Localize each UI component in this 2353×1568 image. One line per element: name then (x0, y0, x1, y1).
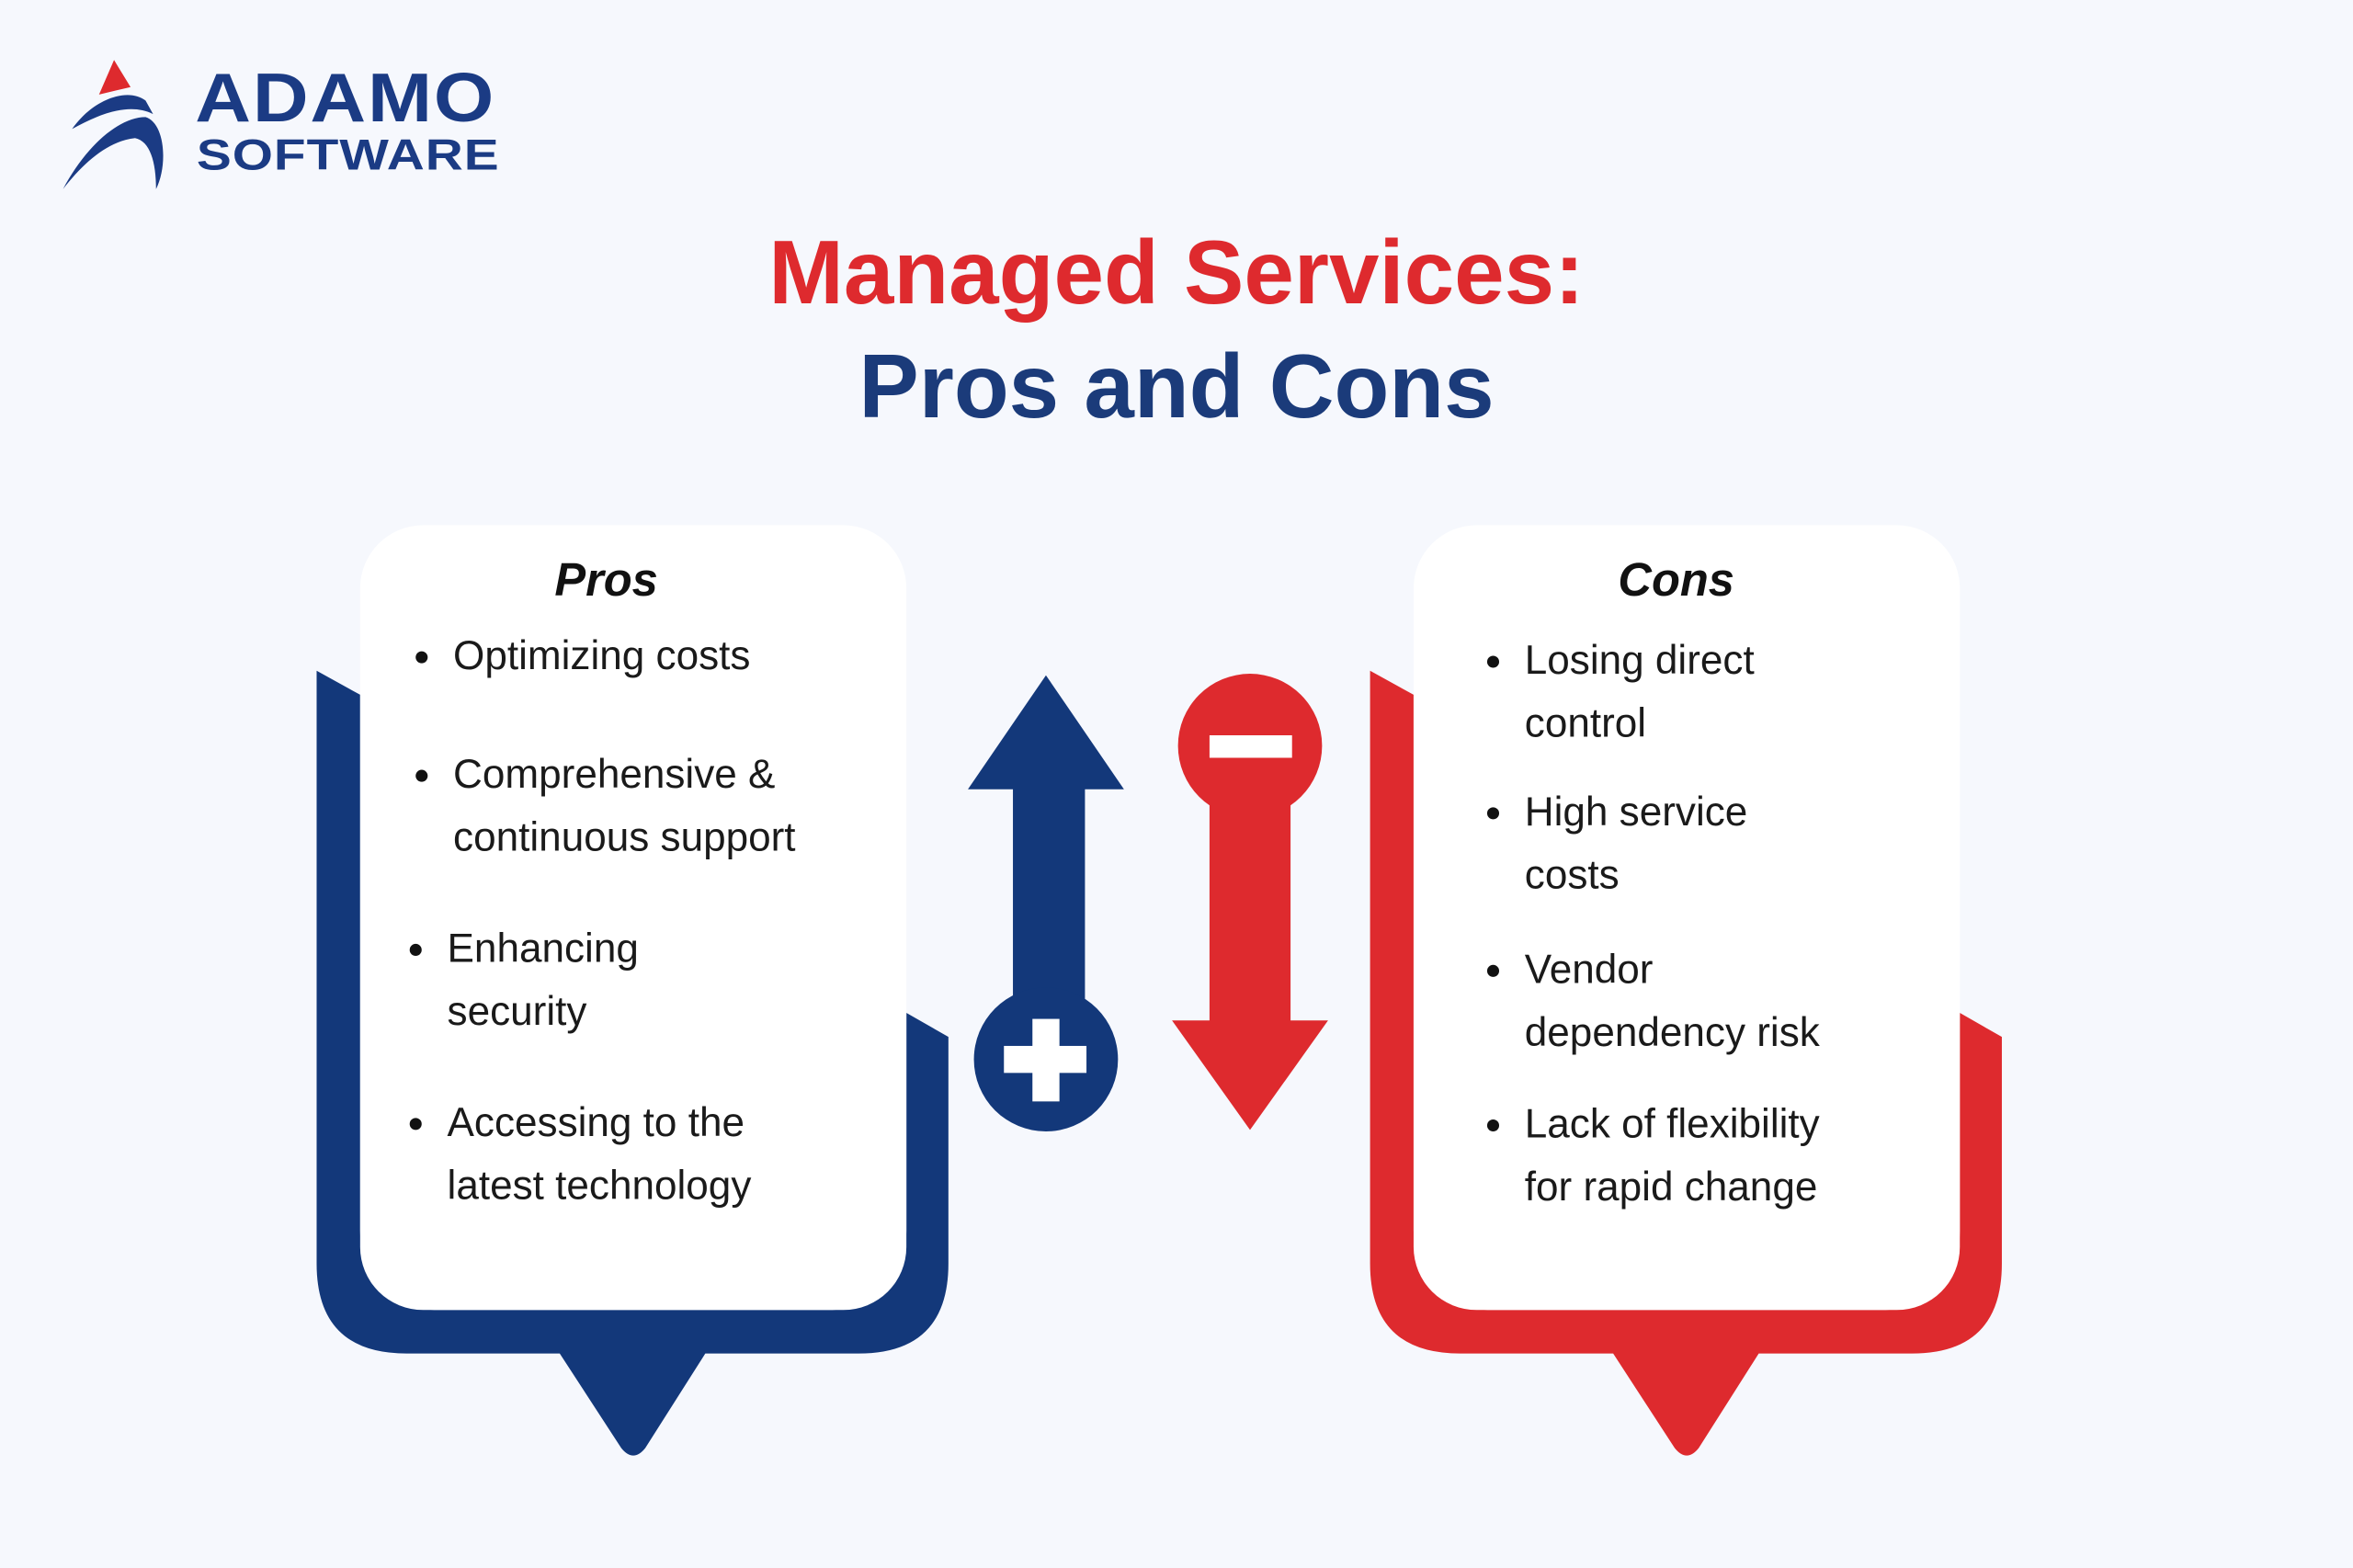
item-text: control (1524, 700, 1647, 746)
item-text: latest technology (447, 1163, 752, 1209)
cons-heading: Cons (1618, 553, 1734, 607)
list-item: Lack of flexibility for rapid change (1487, 1093, 1820, 1219)
item-text: Optimizing costs (453, 632, 751, 678)
brand-subtitle: SOFTWARE (196, 131, 500, 180)
list-item: Comprehensive & continuous support (415, 743, 796, 869)
pros-list: Optimizing costs Comprehensive & continuo… (409, 624, 796, 1217)
pros-heading: Pros (554, 553, 658, 607)
item-text: dependency risk (1524, 1009, 1820, 1055)
cons-list: Losing direct control High service costs V… (1487, 629, 1820, 1219)
minus-arrow-down-icon (1172, 674, 1328, 1131)
list-item: Optimizing costs (415, 624, 795, 687)
page-title: Managed Services: (768, 222, 1585, 324)
item-text: Accessing to the (447, 1099, 745, 1145)
item-text: continuous support (453, 814, 796, 860)
list-item: Losing direct control (1487, 629, 1820, 755)
item-text: Lack of flexibility (1524, 1101, 1820, 1147)
plus-arrow-up-icon (968, 675, 1124, 1132)
item-text: costs (1524, 852, 1620, 898)
page-subtitle: Pros and Cons (858, 335, 1495, 437)
list-item: Enhancing security (409, 917, 796, 1043)
item-text: Losing direct (1524, 637, 1755, 683)
list-item: Vendor dependency risk (1487, 937, 1820, 1063)
item-text: Enhancing (447, 926, 639, 971)
list-item: Accessing to the latest technology (409, 1091, 796, 1217)
brand-name: ADAMO (195, 58, 496, 137)
item-text: security (447, 988, 587, 1034)
item-text: Vendor (1524, 947, 1654, 993)
adamo-logo-icon (63, 60, 164, 189)
item-text: Comprehensive & (453, 751, 776, 797)
list-item: High service costs (1487, 780, 1820, 906)
cons-frame (1370, 525, 2002, 1456)
item-text: for rapid change (1524, 1164, 1818, 1210)
item-text: High service (1524, 789, 1748, 835)
pros-frame (316, 525, 949, 1456)
